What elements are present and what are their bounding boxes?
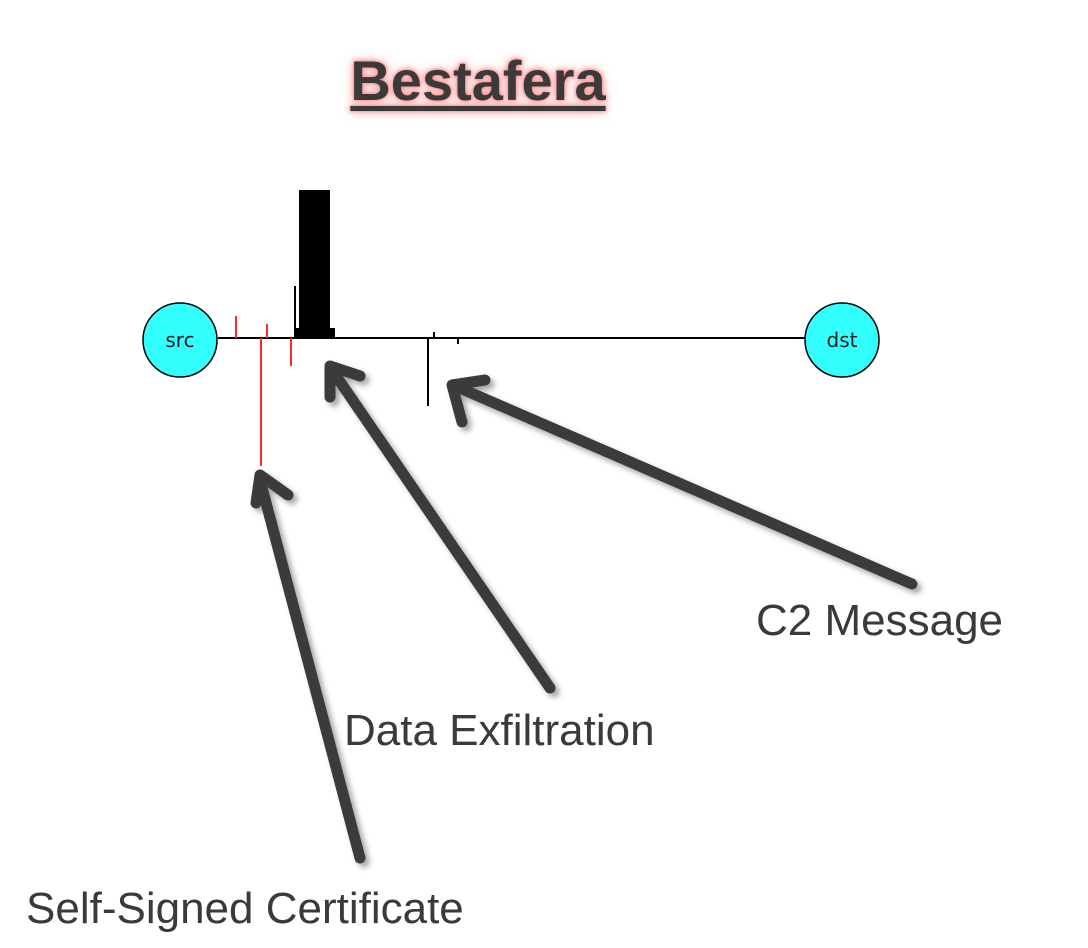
c2-message-label: C2 Message: [756, 596, 1004, 645]
certificate-arrow: [250, 469, 366, 864]
self-signed-certificate-label: Self-Signed Certificate: [26, 884, 464, 933]
data-exfiltration-label: Data Exfiltration: [344, 706, 655, 755]
source-node-label: src: [165, 328, 194, 352]
source-node: src: [142, 302, 218, 378]
c2-message-arrow: [446, 374, 918, 590]
exfiltration-base: [296, 328, 335, 338]
exfiltration-bar: [299, 190, 330, 338]
destination-node-label: dst: [827, 328, 858, 352]
destination-node: dst: [804, 302, 880, 378]
diagram-title: Bestafera: [350, 49, 606, 112]
data-exfiltration-arrow: [324, 360, 556, 694]
